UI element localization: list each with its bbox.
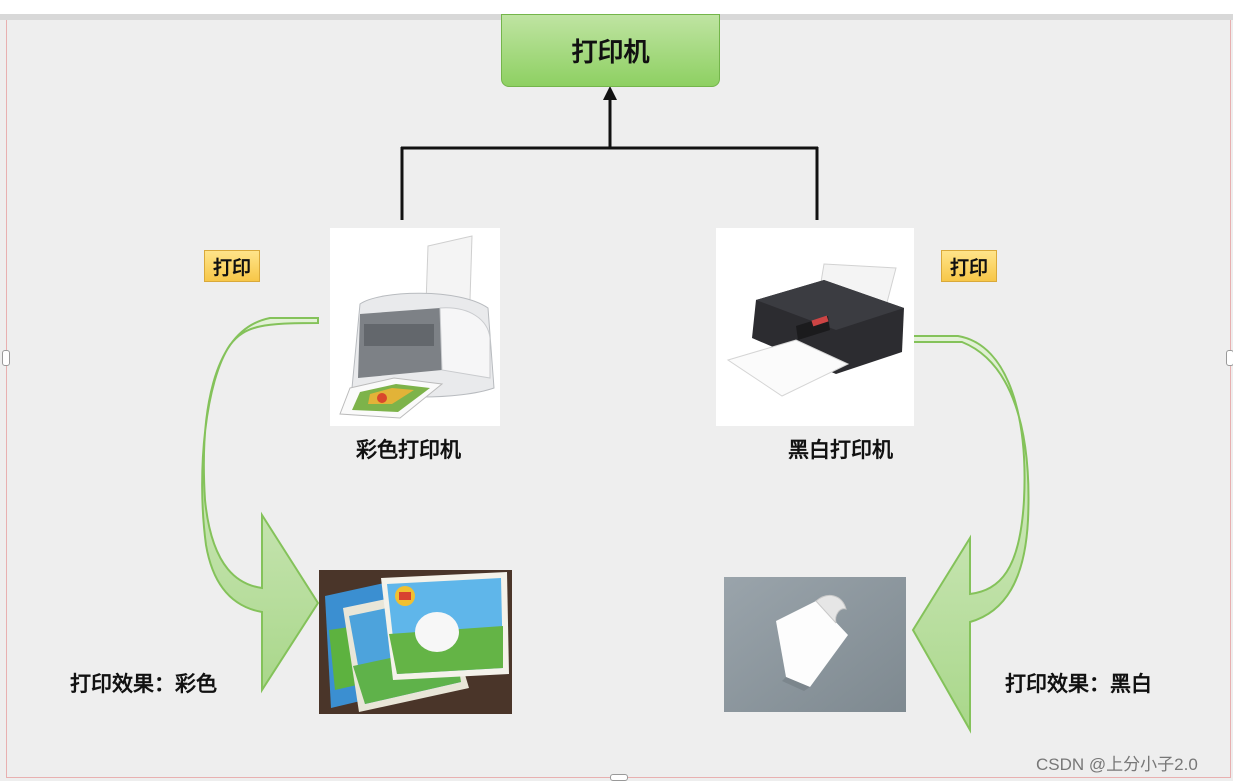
curved-arrow-left (201, 317, 320, 694)
color-print-result-label: 打印效果：彩色 (70, 672, 217, 696)
right-print-tag-label: 打印 (950, 256, 989, 279)
root-node-printer: 打印机 (501, 14, 720, 87)
root-node-label: 打印机 (571, 38, 650, 68)
frame-right-edge (1230, 20, 1231, 778)
resize-handle-left[interactable] (2, 350, 10, 366)
color-print-result-image (319, 570, 512, 714)
resize-handle-right[interactable] (1226, 350, 1233, 366)
color-printer-label: 彩色打印机 (356, 438, 461, 462)
frame-left-edge (6, 20, 7, 778)
mono-print-result-image (724, 577, 906, 712)
mono-printer-label: 黑白打印机 (788, 438, 893, 462)
top-bar (0, 0, 1233, 14)
watermark: CSDN @上分小子2.0 (1036, 755, 1198, 774)
mono-print-result-label: 打印效果：黑白 (1005, 672, 1152, 696)
curved-arrow-right (911, 335, 1030, 734)
tree-connector (400, 86, 819, 220)
mono-printer-image (716, 228, 914, 426)
color-printer-image (330, 228, 500, 426)
right-print-tag: 打印 (941, 250, 998, 282)
left-print-tag-label: 打印 (213, 256, 252, 279)
left-print-tag: 打印 (204, 250, 261, 282)
